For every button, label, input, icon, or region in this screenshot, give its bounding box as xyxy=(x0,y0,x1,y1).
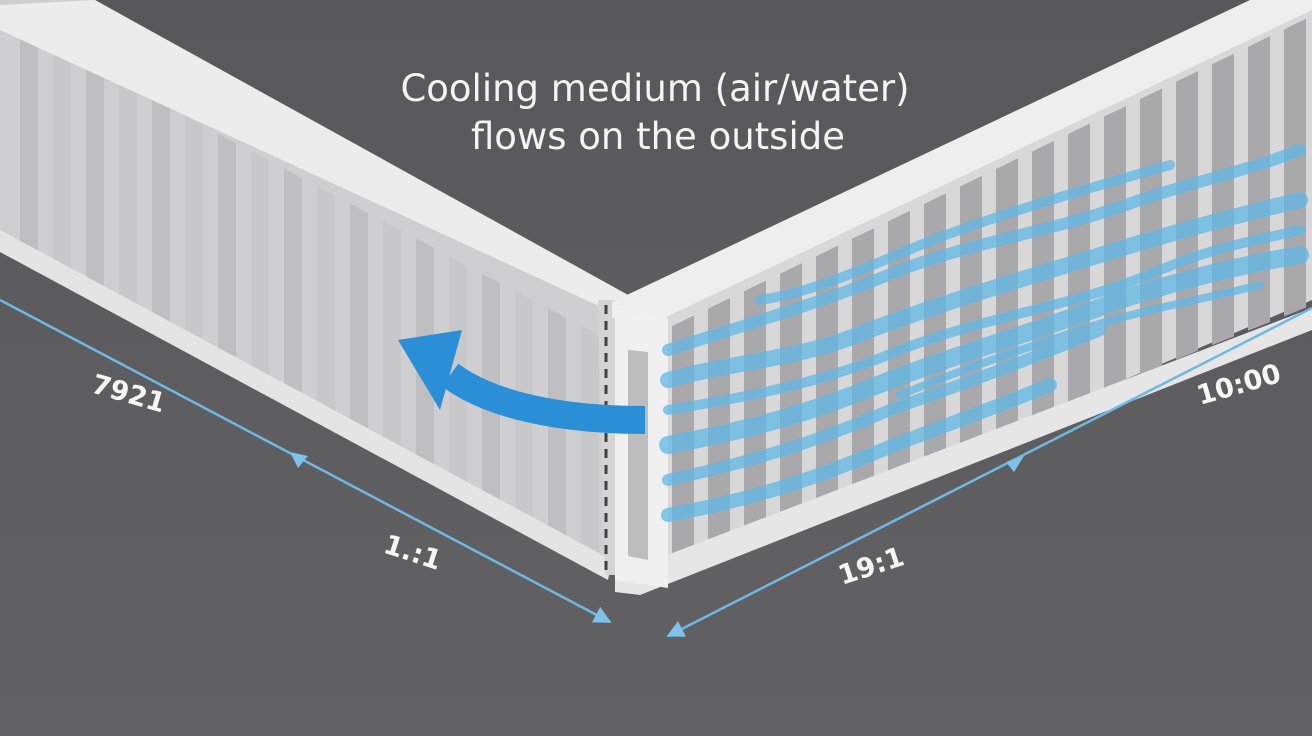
slat xyxy=(284,168,302,402)
left-panel-top-rail xyxy=(0,0,630,312)
slat xyxy=(996,158,1018,432)
flow-stream xyxy=(662,144,1306,356)
slat xyxy=(86,63,104,296)
slat xyxy=(119,81,137,314)
flow-stream xyxy=(755,160,1175,305)
slat xyxy=(1176,71,1198,360)
slat xyxy=(383,220,401,455)
coolant-flow-streams xyxy=(659,144,1309,522)
left-panel-slats xyxy=(20,28,599,561)
flow-stream xyxy=(659,246,1309,454)
dimension-line-left xyxy=(0,298,612,624)
slat xyxy=(581,325,599,561)
left-panel xyxy=(0,0,630,580)
slat xyxy=(317,186,335,420)
slat xyxy=(1284,18,1306,317)
right-panel-top-rail xyxy=(612,0,1312,320)
curved-arrow-left-icon xyxy=(398,330,646,434)
flow-stream xyxy=(663,225,1305,415)
slat xyxy=(20,28,38,261)
flow-stream xyxy=(661,378,1057,522)
dimension-line-right xyxy=(666,306,1312,638)
left-panel-bottom-rail xyxy=(0,230,612,580)
slat xyxy=(350,203,368,437)
slat xyxy=(185,116,203,349)
flow-stream xyxy=(662,324,1106,486)
right-panel-front-post-inner xyxy=(628,350,648,560)
right-panel-bottom-rail xyxy=(615,308,1312,595)
flow-stream xyxy=(896,281,1264,399)
flow-stream xyxy=(660,192,1308,388)
slat xyxy=(53,46,71,278)
arrowhead-icon xyxy=(290,452,308,468)
dimension-lines xyxy=(0,298,1312,638)
title-line-2: flows on the outside xyxy=(471,115,845,158)
title-line-1: Cooling medium (air/water) xyxy=(400,67,909,110)
slat xyxy=(251,151,269,384)
slat xyxy=(1212,53,1234,346)
slat xyxy=(152,98,170,331)
slat xyxy=(744,280,766,533)
arrowhead-icon xyxy=(1006,456,1024,472)
slat xyxy=(218,133,236,367)
